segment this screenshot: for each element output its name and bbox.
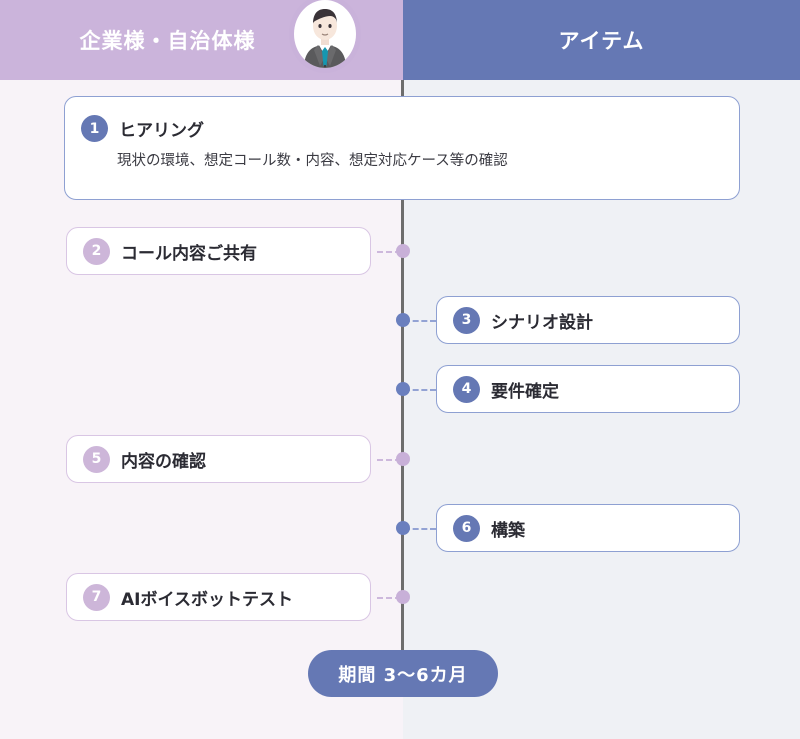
step-7-title: AIボイスボットテスト (121, 589, 293, 610)
header-right-title: アイテム (558, 29, 645, 53)
connector-dash-6 (404, 528, 436, 530)
step-1-description: 現状の環境、想定コール数・内容、想定対応ケース等の確認 (117, 153, 508, 169)
step-card-6[interactable]: 6 構築 (436, 504, 740, 552)
step-5-body: 5 内容の確認 (67, 445, 206, 473)
step-7-number-badge: 7 (83, 583, 110, 611)
step-2-body: 2 コール内容ご共有 (67, 237, 257, 265)
step-3-number-badge: 3 (453, 306, 480, 334)
connector-dot-5 (396, 452, 410, 466)
step-6-title: 構築 (491, 520, 525, 541)
avatar (289, 0, 361, 73)
connector-dot-7 (396, 590, 410, 604)
step-7-body: 7 AIボイスボットテスト (67, 583, 293, 611)
step-1-body: 1 ヒアリング (65, 115, 204, 142)
step-card-3[interactable]: 3 シナリオ設計 (436, 296, 740, 344)
step-5-title: 内容の確認 (121, 451, 206, 472)
step-1-number-badge: 1 (81, 115, 108, 142)
connector-dash-7 (377, 597, 401, 599)
duration-label: 期間 3〜6カ月 (338, 664, 468, 686)
step-4-body: 4 要件確定 (437, 375, 559, 403)
step-2-title: コール内容ご共有 (121, 243, 257, 264)
connector-dash-2 (377, 251, 401, 253)
header-right-item: アイテム (403, 0, 800, 80)
step-card-1[interactable]: 1 ヒアリング 現状の環境、想定コール数・内容、想定対応ケース等の確認 (64, 96, 740, 200)
step-card-4[interactable]: 4 要件確定 (436, 365, 740, 413)
duration-badge: 期間 3〜6カ月 (308, 650, 498, 697)
connector-dash-3 (404, 320, 436, 322)
step-3-title: シナリオ設計 (491, 312, 593, 333)
step-4-number-badge: 4 (453, 375, 480, 403)
connector-dot-6 (396, 521, 410, 535)
connector-dash-4 (404, 389, 436, 391)
step-card-2[interactable]: 2 コール内容ご共有 (66, 227, 371, 275)
header-left-title: 企業様・自治体様 (79, 29, 256, 53)
connector-dash-5 (377, 459, 401, 461)
avatar-image (294, 0, 356, 68)
step-3-body: 3 シナリオ設計 (437, 306, 593, 334)
timeline-vertical-line (401, 80, 404, 656)
step-1-title: ヒアリング (119, 121, 204, 141)
step-4-title: 要件確定 (491, 381, 559, 402)
connector-dot-4 (396, 382, 410, 396)
step-6-body: 6 構築 (437, 514, 525, 542)
step-6-number-badge: 6 (453, 514, 480, 542)
step-card-7[interactable]: 7 AIボイスボットテスト (66, 573, 371, 621)
connector-dot-2 (396, 244, 410, 258)
connector-dot-3 (396, 313, 410, 327)
step-2-number-badge: 2 (83, 237, 110, 265)
step-5-number-badge: 5 (83, 445, 110, 473)
step-card-5[interactable]: 5 内容の確認 (66, 435, 371, 483)
